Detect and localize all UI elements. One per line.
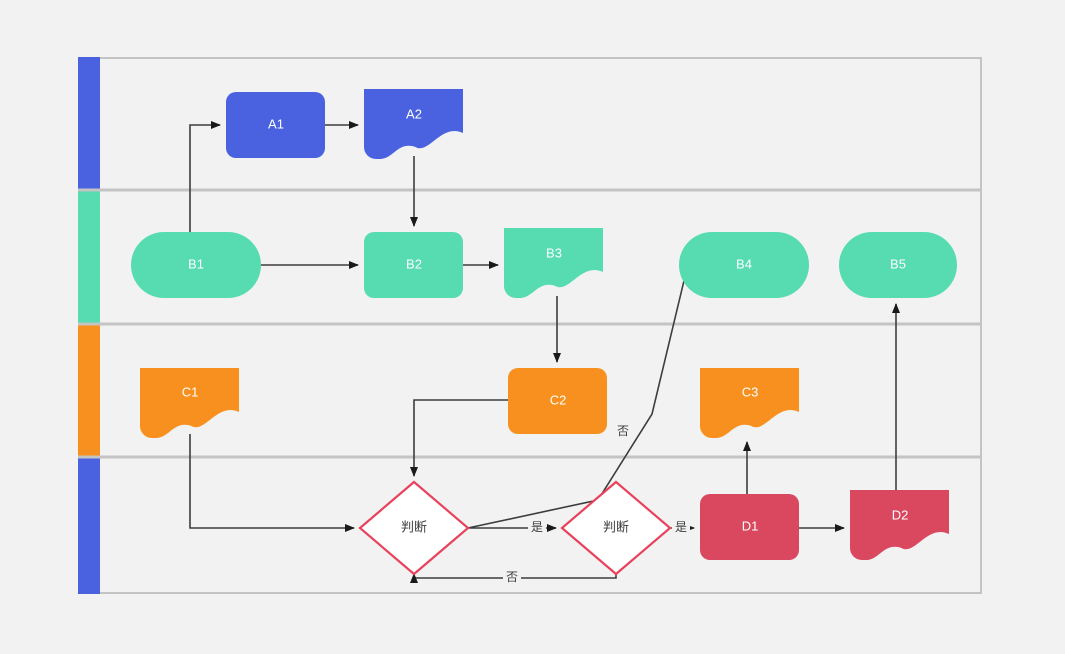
edge-label-e-dec1-dec2: 是 — [531, 520, 543, 534]
edge-label-bg-e-dec1-b4 — [614, 423, 632, 441]
lane-color-bar-lane-a — [78, 57, 100, 190]
node-C2[interactable]: C2 — [508, 368, 607, 434]
node-shape-A2[interactable] — [364, 89, 463, 159]
node-shape-B3[interactable] — [504, 228, 603, 298]
node-shape-DEC2[interactable] — [560, 480, 672, 576]
node-B4[interactable]: B4 — [679, 232, 809, 298]
node-shape-D1[interactable] — [700, 494, 799, 560]
node-B5[interactable]: B5 — [839, 232, 957, 298]
edge-label-e-dec1-b4: 否 — [617, 424, 629, 438]
node-shape-B5[interactable] — [839, 232, 957, 298]
edge-label-bg-e-dec1-dec2 — [528, 519, 546, 537]
lane-layer — [78, 57, 982, 594]
lane-color-bar-lane-d — [78, 458, 100, 594]
node-B2[interactable]: B2 — [364, 232, 463, 298]
node-shape-D2[interactable] — [850, 490, 949, 560]
node-shape-DEC1[interactable] — [358, 480, 470, 576]
edge-label-bg-e-dec2-dec1 — [503, 569, 521, 587]
lane-color-bar-lane-b — [78, 191, 100, 324]
edge-label-bg-e-dec2-d1 — [672, 519, 690, 537]
edge-label-e-dec2-d1: 是 — [675, 520, 687, 534]
node-shape-B4[interactable] — [679, 232, 809, 298]
node-shape-B1[interactable] — [131, 232, 261, 298]
node-shape-C2[interactable] — [508, 368, 607, 434]
edge-e-dec1-b4 — [467, 263, 690, 529]
node-shape-C3[interactable] — [700, 368, 799, 438]
node-B1[interactable]: B1 — [131, 232, 261, 298]
node-shape-C1[interactable] — [140, 368, 239, 438]
node-D1[interactable]: D1 — [700, 494, 799, 560]
node-A1[interactable]: A1 — [226, 92, 325, 158]
node-shape-B2[interactable] — [364, 232, 463, 298]
node-shape-A1[interactable] — [226, 92, 325, 158]
edge-e-c2-dec1 — [410, 399, 508, 477]
edge-label-e-dec2-dec1: 否 — [506, 570, 518, 584]
lane-color-bar-lane-c — [78, 325, 100, 457]
edge-e-b1-a1 — [189, 121, 221, 232]
edge-e-c1-dec1 — [189, 434, 355, 532]
